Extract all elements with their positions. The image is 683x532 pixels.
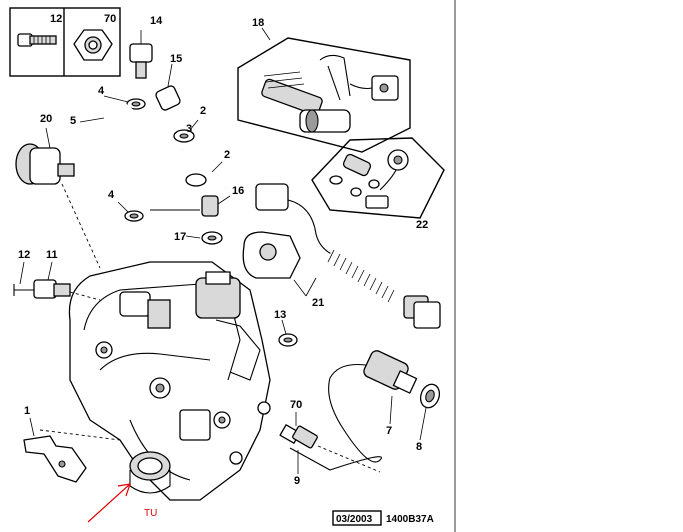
- red-annotation: TU: [87, 483, 157, 523]
- bellows-icon: [327, 249, 405, 305]
- callout-7: 7: [386, 425, 392, 437]
- callout-12: 12: [18, 249, 30, 261]
- footer-date: 03/2003: [336, 514, 373, 525]
- callout-1: 1: [24, 405, 30, 417]
- callout-3: 3: [186, 123, 192, 135]
- footer-ref: 1400B37A: [386, 514, 434, 525]
- callout-70-box: 70: [104, 13, 116, 25]
- sensor-assembly-21: [242, 183, 441, 329]
- sensor-7: [289, 350, 441, 471]
- screw-9: [279, 424, 381, 473]
- callout-14: 14: [150, 15, 163, 27]
- callout-18: 18: [252, 17, 264, 29]
- callout-9: 9: [294, 475, 300, 487]
- connector-11: [13, 261, 71, 299]
- solenoid-parts-icon: [261, 54, 399, 133]
- annotation-text: TU: [144, 508, 157, 519]
- callout-70: 70: [290, 399, 302, 411]
- callout-leaders: [79, 95, 427, 474]
- pump-body: [39, 183, 271, 501]
- inset-box-22: 22: [311, 137, 445, 231]
- callout-16: 16: [232, 185, 244, 197]
- callout-2b: 2: [224, 149, 230, 161]
- fuel-pipes: [99, 30, 228, 245]
- callout-20: 20: [40, 113, 52, 125]
- callout-22: 22: [416, 219, 428, 231]
- callout-4a: 4: [98, 85, 105, 97]
- callout-11: 11: [46, 249, 58, 261]
- callout-4b: 4: [108, 189, 115, 201]
- screw-12-icon: [17, 33, 57, 47]
- reference-footer: 03/2003 1400B37A: [332, 510, 434, 526]
- inset-box-18: 18: [237, 17, 411, 153]
- inset-box-12-70: 12 70: [9, 7, 121, 77]
- callout-12-box: 12: [50, 13, 62, 25]
- sensor-parts-icon: [329, 149, 409, 209]
- stop-solenoid-20: [15, 127, 75, 185]
- washer-13: [278, 319, 298, 347]
- red-arrow-icon: [87, 483, 131, 523]
- callout-8: 8: [416, 441, 422, 453]
- callout-2a: 2: [200, 105, 206, 117]
- callout-15: 15: [170, 53, 182, 65]
- callout-13: 13: [274, 309, 286, 321]
- connector-1: [23, 417, 87, 483]
- nut-70-icon: [73, 29, 113, 61]
- callout-17: 17: [174, 231, 186, 243]
- callout-5: 5: [70, 115, 76, 127]
- callout-21: 21: [312, 297, 324, 309]
